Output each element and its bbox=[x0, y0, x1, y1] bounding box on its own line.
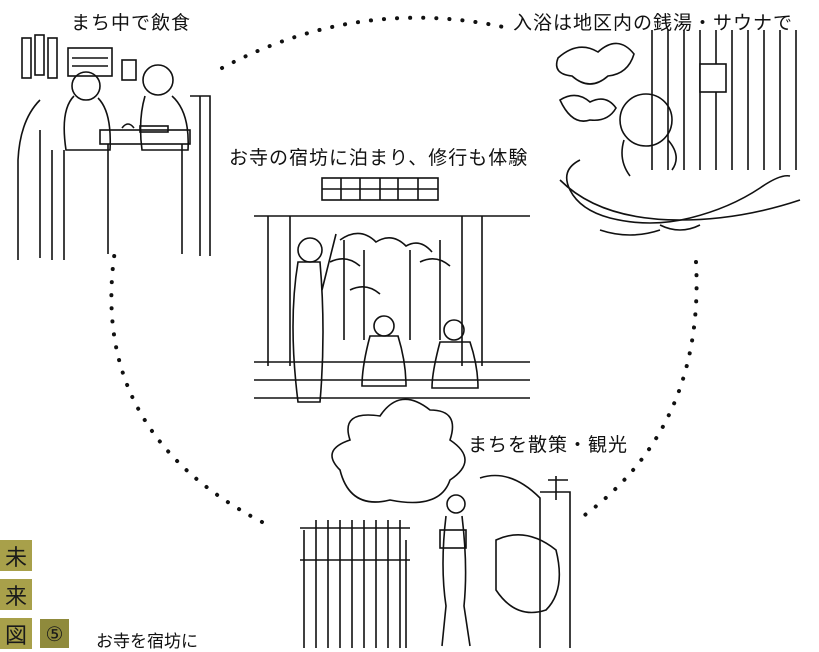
figure-tag-char-1: 未 bbox=[0, 540, 32, 571]
bath-scene bbox=[555, 30, 801, 236]
figure-caption: お寺を宿坊に bbox=[96, 632, 198, 652]
label-eating: まち中で飲食 bbox=[71, 12, 192, 34]
figure-tag-char-2: 来 bbox=[0, 579, 32, 610]
label-walk: まちを散策・観光 bbox=[468, 434, 629, 456]
eating-scene bbox=[17, 34, 211, 260]
cycle-dotted-loop bbox=[109, 15, 699, 524]
walk-scene bbox=[300, 398, 571, 648]
label-temple: お寺の宿坊に泊まり、修行も体験 bbox=[229, 147, 529, 169]
label-bath: 入浴は地区内の銭湯・サウナで bbox=[513, 12, 794, 34]
figure-number: ⑤ bbox=[40, 619, 69, 648]
figure-tag-char-3: 図 bbox=[0, 618, 32, 649]
temple-scene bbox=[254, 177, 530, 403]
